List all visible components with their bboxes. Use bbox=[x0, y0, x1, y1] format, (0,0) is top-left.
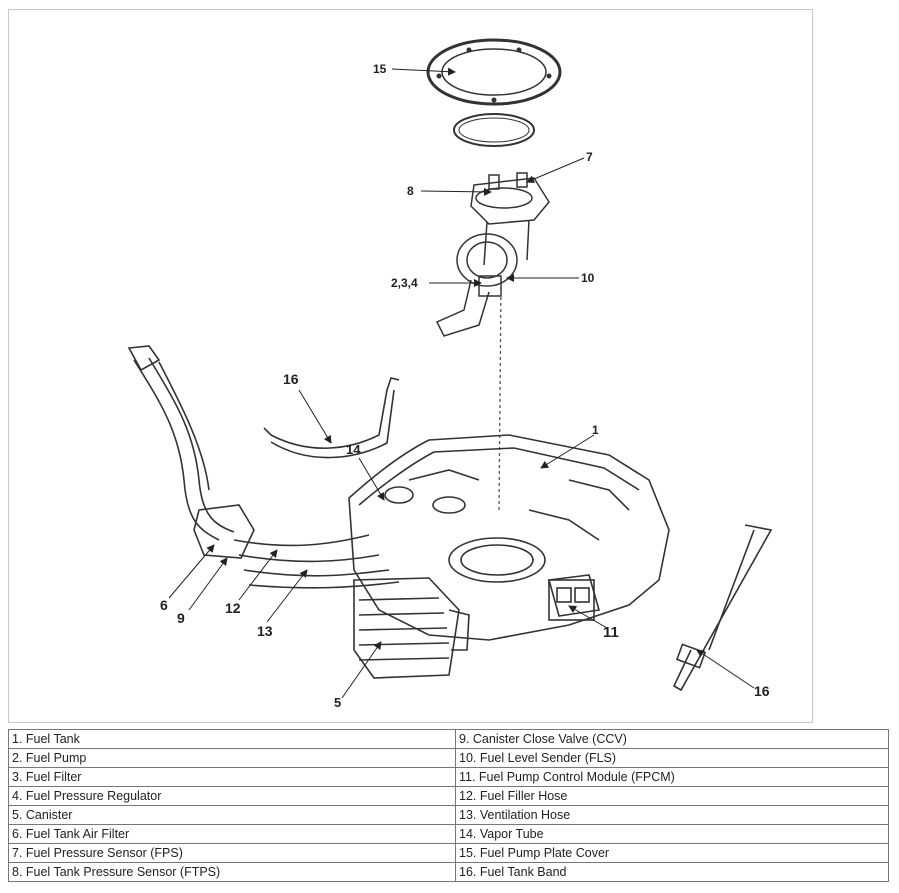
diagram-drawing: 15 7 8 10 2,3,4 1 16 14 6 9 12 13 11 5 1… bbox=[127, 38, 773, 710]
callout-1: 1 bbox=[592, 423, 599, 437]
fuel-pump-module bbox=[435, 172, 550, 337]
parts-legend-table: 1. Fuel Tank 9. Canister Close Valve (CC… bbox=[8, 729, 889, 882]
legend-item: 16. Fuel Tank Band bbox=[455, 862, 889, 882]
legend-item: 1. Fuel Tank bbox=[8, 729, 456, 749]
legend-item: 11. Fuel Pump Control Module (FPCM) bbox=[455, 767, 889, 787]
callout-labels: 15 7 8 10 2,3,4 1 16 14 6 9 12 13 11 5 1… bbox=[160, 62, 770, 710]
callout-15: 15 bbox=[373, 62, 387, 76]
fuel-tank-band-lower bbox=[672, 524, 773, 692]
legend-item: 6. Fuel Tank Air Filter bbox=[8, 824, 456, 844]
legend-row: 4. Fuel Pressure Regulator 12. Fuel Fill… bbox=[8, 786, 889, 806]
legend-item: 8. Fuel Tank Pressure Sensor (FTPS) bbox=[8, 862, 456, 882]
gasket bbox=[453, 113, 535, 147]
legend-row: 1. Fuel Tank 9. Canister Close Valve (CC… bbox=[8, 729, 889, 749]
legend-row: 7. Fuel Pressure Sensor (FPS) 15. Fuel P… bbox=[8, 843, 889, 863]
canister bbox=[353, 577, 470, 679]
leader-lines bbox=[168, 67, 755, 699]
legend-item: 2. Fuel Pump bbox=[8, 748, 456, 768]
legend-item: 14. Vapor Tube bbox=[455, 824, 889, 844]
legend-item: 7. Fuel Pressure Sensor (FPS) bbox=[8, 843, 456, 863]
legend-item: 3. Fuel Filter bbox=[8, 767, 456, 787]
fpcm bbox=[548, 579, 595, 621]
legend-item: 10. Fuel Level Sender (FLS) bbox=[455, 748, 889, 768]
legend-item: 9. Canister Close Valve (CCV) bbox=[455, 729, 889, 749]
callout-8: 8 bbox=[407, 184, 414, 198]
legend-row: 2. Fuel Pump 10. Fuel Level Sender (FLS) bbox=[8, 748, 889, 768]
callout-16-lower: 16 bbox=[754, 683, 770, 699]
callout-10: 10 bbox=[581, 271, 595, 285]
callout-5: 5 bbox=[334, 695, 341, 710]
legend-row: 8. Fuel Tank Pressure Sensor (FTPS) 16. … bbox=[8, 862, 889, 882]
legend-item: 4. Fuel Pressure Regulator bbox=[8, 786, 456, 806]
legend-item: 12. Fuel Filler Hose bbox=[455, 786, 889, 806]
plate-cover-ring bbox=[426, 38, 562, 106]
legend-item: 15. Fuel Pump Plate Cover bbox=[455, 843, 889, 863]
callout-16-upper: 16 bbox=[283, 371, 299, 387]
legend-item: 13. Ventilation Hose bbox=[455, 805, 889, 825]
legend-row: 3. Fuel Filter 11. Fuel Pump Control Mod… bbox=[8, 767, 889, 787]
legend-row: 5. Canister 13. Ventilation Hose bbox=[8, 805, 889, 825]
callout-11: 11 bbox=[603, 624, 619, 641]
exploded-diagram: 15 7 8 10 2,3,4 1 16 14 6 9 12 13 11 5 1… bbox=[8, 9, 813, 723]
callout-13: 13 bbox=[257, 623, 273, 639]
fuel-tank-band-upper bbox=[263, 377, 400, 459]
callout-14: 14 bbox=[346, 442, 361, 457]
callout-6: 6 bbox=[160, 597, 168, 613]
callout-12: 12 bbox=[225, 600, 241, 616]
legend-row: 6. Fuel Tank Air Filter 14. Vapor Tube bbox=[8, 824, 889, 844]
legend-item: 5. Canister bbox=[8, 805, 456, 825]
callout-9: 9 bbox=[177, 610, 185, 626]
callout-2-3-4: 2,3,4 bbox=[391, 276, 418, 290]
fuel-tank bbox=[348, 434, 670, 641]
fuel-filler-assembly bbox=[127, 345, 400, 589]
callout-7: 7 bbox=[586, 150, 593, 164]
install-guide-line bbox=[498, 284, 502, 511]
